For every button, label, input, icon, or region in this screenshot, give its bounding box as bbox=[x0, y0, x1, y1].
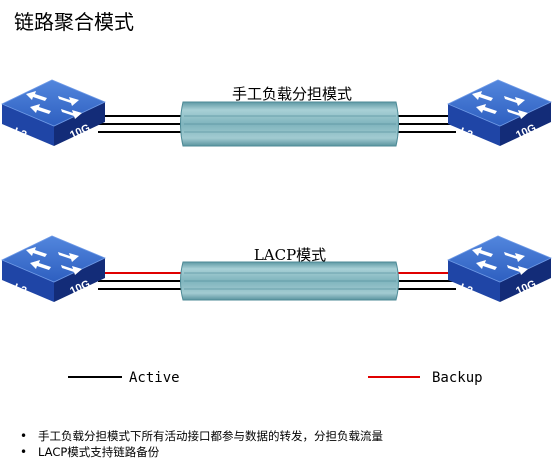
diagram-manual-load-balancing: 手工负载分担模式 L3 10G L3 10G bbox=[1, 79, 552, 147]
aggregation-pipe bbox=[180, 261, 399, 301]
left-switch: L3 10G bbox=[1, 235, 106, 303]
switch-layer-label: L3 bbox=[12, 282, 28, 298]
aggregation-pipe bbox=[180, 101, 399, 147]
diagram-label: LACP模式 bbox=[254, 246, 326, 264]
left-switch: L3 10G bbox=[1, 79, 106, 147]
legend: Active Backup bbox=[68, 370, 483, 386]
notes-list: 手工负载分担模式下所有活动接口都参与数据的转发，分担负载流量 LACP模式支持链… bbox=[18, 428, 383, 460]
switch-layer-label: L3 bbox=[458, 126, 474, 142]
diagram-label: 手工负载分担模式 bbox=[232, 85, 352, 103]
page-title: 链路聚合模式 bbox=[14, 10, 134, 34]
note-item: LACP模式支持链路备份 bbox=[18, 444, 383, 460]
switch-layer-label: L3 bbox=[458, 282, 474, 298]
note-item: 手工负载分担模式下所有活动接口都参与数据的转发，分担负载流量 bbox=[18, 428, 383, 444]
right-switch: L3 10G bbox=[447, 79, 552, 147]
switch-layer-label: L3 bbox=[12, 126, 28, 142]
legend-active-label: Active bbox=[129, 370, 180, 386]
legend-backup-label: Backup bbox=[432, 370, 483, 386]
right-switch: L3 10G bbox=[447, 235, 552, 303]
diagram-lacp: LACP模式 L3 10G L3 10G bbox=[1, 235, 552, 303]
